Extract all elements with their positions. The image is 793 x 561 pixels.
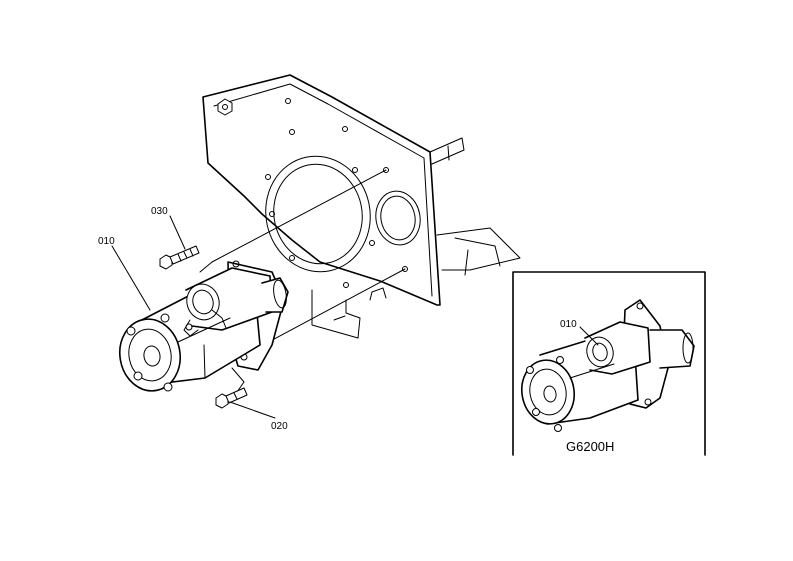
callout-030: 030 — [151, 206, 168, 217]
starter-motor — [119, 260, 289, 392]
callout-leaders — [111, 215, 276, 419]
inset-callout-leader — [579, 326, 599, 346]
inset-starter-motor — [520, 299, 695, 432]
callout-010: 010 — [98, 236, 115, 247]
inset-model-code: G6200H — [566, 439, 614, 454]
callout-020: 020 — [271, 421, 288, 432]
mounting-plate — [202, 74, 521, 339]
inset-callout-010: 010 — [560, 319, 577, 330]
inset-frame — [512, 271, 706, 456]
bolt-030 — [159, 245, 200, 270]
bolt-020 — [215, 387, 248, 409]
